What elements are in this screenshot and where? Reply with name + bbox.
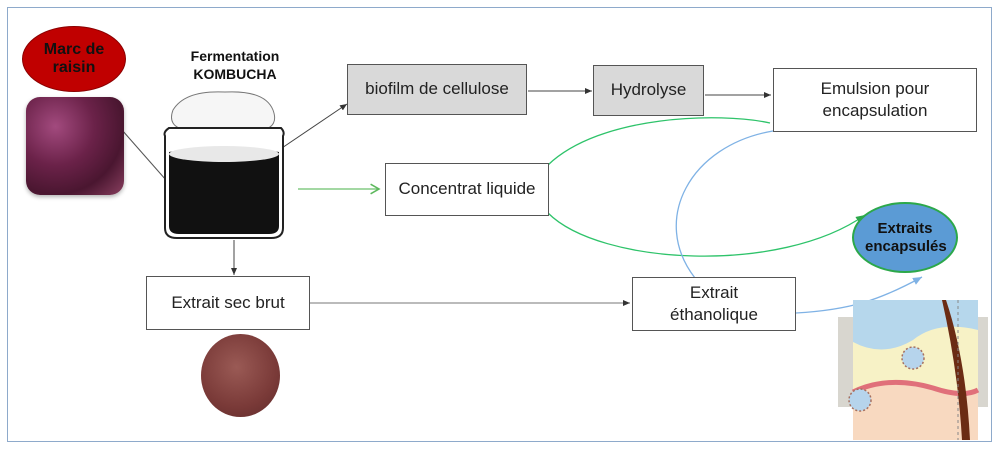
biofilm-node: biofilm de cellulose <box>347 64 527 115</box>
extrait-ethanolique-node: Extrait éthanolique <box>632 277 796 331</box>
marc-de-raisin-node: Marc de raisin <box>22 26 126 92</box>
extrait-sec-label: Extrait sec brut <box>171 292 285 312</box>
extrait-ethanolique-label: Extrait éthanolique <box>670 282 758 324</box>
connector-green-to-encaps <box>547 212 866 257</box>
fermentation-label: Fermentation KOMBUCHA <box>175 48 295 83</box>
kombucha-jar-icon <box>163 91 285 239</box>
fermentation-title: Fermentation <box>190 48 280 64</box>
diagram-frame <box>7 7 992 442</box>
connector-marc-to-jar <box>121 129 167 181</box>
hydrolyse-label: Hydrolyse <box>610 80 687 100</box>
dry-extract-image <box>201 334 280 417</box>
connector-jar-to-biofilm <box>275 103 348 153</box>
connector-green-loop <box>547 117 771 166</box>
hydrolyse-node: Hydrolyse <box>593 65 704 116</box>
extraits-encapsules-node: Extraits encapsulés <box>852 202 958 273</box>
emulsion-node: Emulsion pour encapsulation <box>773 68 977 132</box>
extraits-encapsules-label: Extraits encapsulés <box>865 220 947 255</box>
extrait-sec-node: Extrait sec brut <box>146 276 310 330</box>
emulsion-label: Emulsion pour encapsulation <box>820 78 930 120</box>
biofilm-label: biofilm de cellulose <box>365 79 509 99</box>
fermentation-subtitle: KOMBUCHA <box>193 65 277 82</box>
grape-pomace-image <box>26 97 124 195</box>
concentrat-label: Concentrat liquide <box>398 179 536 199</box>
marc-de-raisin-label: Marc de raisin <box>43 40 105 76</box>
skin-illustration <box>838 300 988 440</box>
concentrat-node: Concentrat liquide <box>385 163 549 216</box>
connector-blue-loop <box>675 130 774 279</box>
